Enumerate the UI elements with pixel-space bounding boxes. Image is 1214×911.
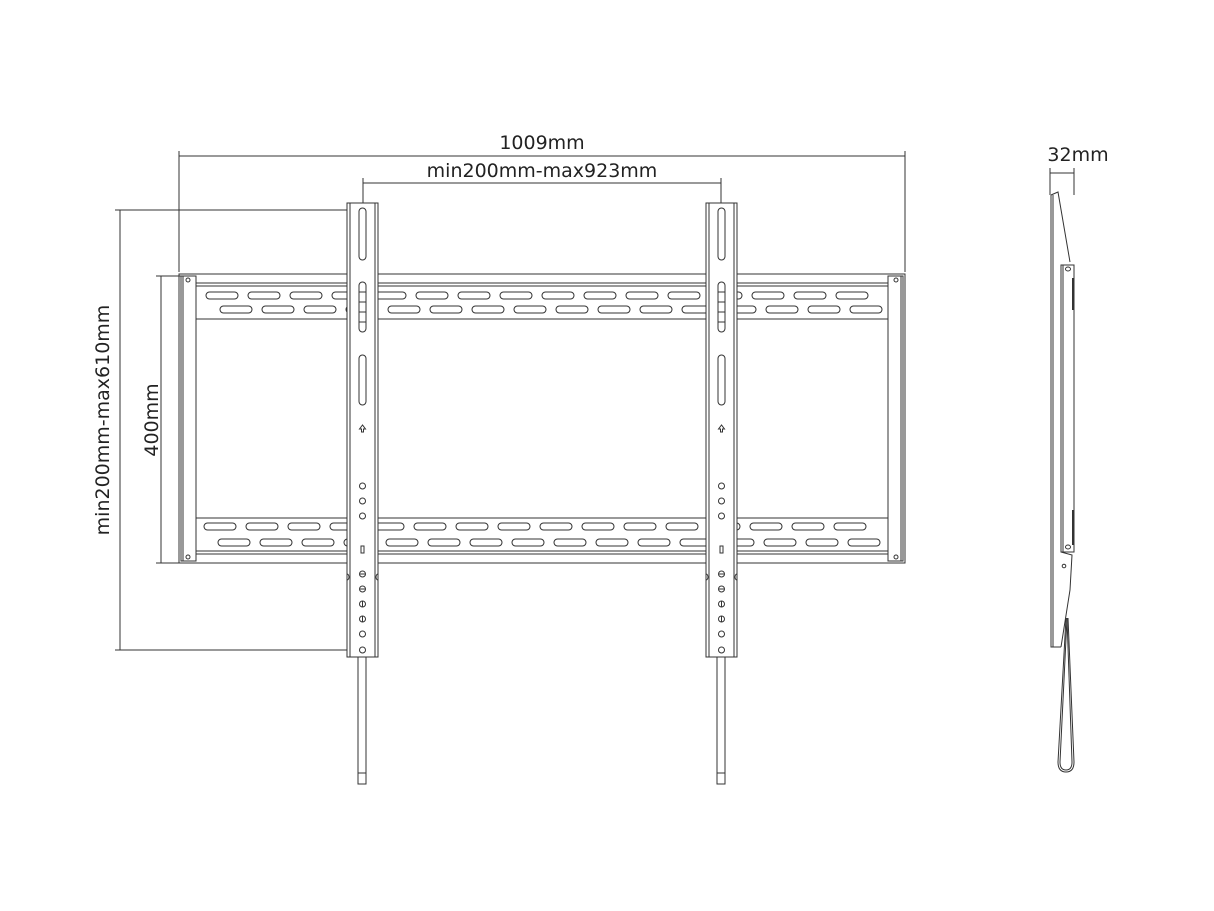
dimension-overall-width <box>178 151 906 272</box>
wall-plate <box>178 273 906 564</box>
dimension-depth <box>1049 168 1075 195</box>
left-safety-rod <box>357 657 367 785</box>
top-rail-slots <box>205 291 883 314</box>
vertical-spacing-label: min200mm-max610mm <box>92 305 114 536</box>
bottom-rail-slots <box>203 522 881 547</box>
dimension-plate-height <box>156 275 181 564</box>
side-view-mount <box>1050 191 1075 773</box>
left-mounting-arm <box>346 202 379 658</box>
dimension-horizontal-spacing <box>362 178 722 210</box>
plate-height-label: 400mm <box>141 383 163 456</box>
horizontal-spacing-label: min200mm-max923mm <box>427 160 658 182</box>
right-mounting-arm <box>705 202 738 658</box>
dimension-vertical-spacing <box>115 209 363 651</box>
right-safety-rod <box>716 657 726 785</box>
overall-width-label: 1009mm <box>499 132 584 154</box>
depth-label: 32mm <box>1047 144 1108 166</box>
